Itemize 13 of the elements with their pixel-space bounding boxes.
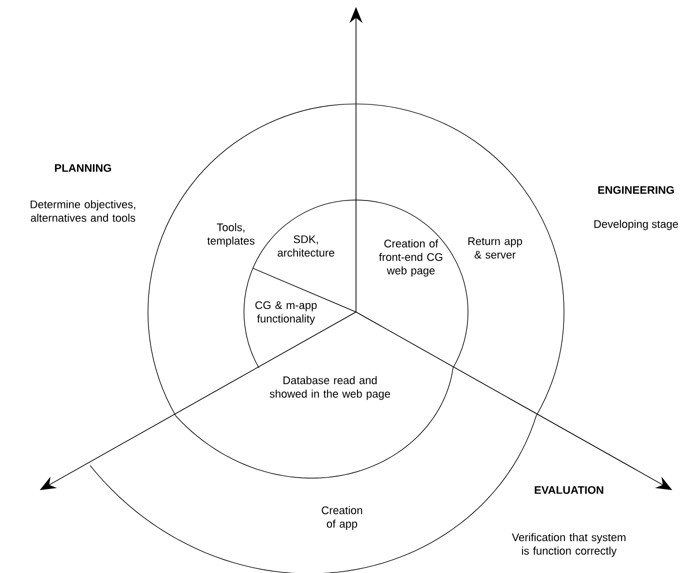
phase-description: Verification that system is function correctly (512, 533, 626, 557)
sector-label: Return app & server (468, 237, 522, 259)
sector-label: Creation of front-end CG web page (379, 239, 442, 277)
phase-heading: PLANNING (55, 164, 112, 172)
sector-label: Database read and showed in the web page (270, 376, 390, 400)
phase-heading: ENGINEERING (598, 186, 674, 194)
phase-description: Determine objectives, alternatives and tools (30, 200, 136, 222)
sector-label: Creation of app (322, 506, 362, 530)
phase-description: Developing stage (594, 220, 678, 230)
sector-label: SDK, architecture (278, 235, 334, 257)
sector-label: Tools, templates (207, 223, 254, 247)
sector-label: CG & m-app functionality (255, 301, 317, 325)
phase-heading: EVALUATION (534, 486, 604, 494)
